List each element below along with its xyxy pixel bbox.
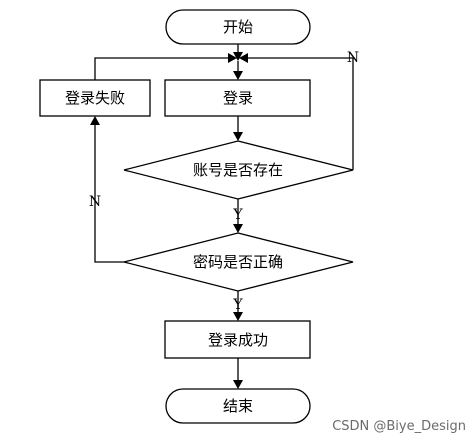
watermark: CSDN @Biye_Design (332, 419, 466, 434)
login-label: 登录 (223, 89, 253, 107)
arrow-head (90, 116, 100, 125)
password-check-node (123, 232, 354, 292)
start-node (165, 9, 311, 45)
account-check-node (123, 140, 354, 200)
arrow-head (233, 52, 243, 61)
start-label: 开始 (223, 18, 253, 36)
edge-password-no (94, 124, 124, 263)
account-no-label: N (347, 50, 359, 66)
arrow-head (233, 224, 243, 233)
password-check-label: 密码是否正确 (193, 253, 283, 271)
login-node (164, 79, 311, 117)
edge-account-no-loop (248, 57, 354, 170)
login-failed-node (39, 79, 151, 117)
arrow-head (233, 132, 243, 141)
account-yes-label: Y (232, 207, 243, 223)
password-yes-label: Y (232, 297, 243, 313)
login-success-node (164, 320, 311, 359)
end-node (165, 388, 311, 424)
arrow-head (239, 53, 248, 63)
password-no-label: N (89, 194, 101, 210)
arrow-head (233, 71, 243, 80)
arrow-head (233, 380, 243, 389)
account-check-label: 账号是否存在 (193, 161, 283, 179)
edge-failed-to-merge (94, 57, 228, 80)
end-label: 结束 (223, 397, 253, 415)
login-success-label: 登录成功 (208, 331, 268, 349)
login-failed-label: 登录失败 (65, 89, 125, 107)
arrow-head (228, 53, 237, 63)
arrow-head (233, 312, 243, 321)
